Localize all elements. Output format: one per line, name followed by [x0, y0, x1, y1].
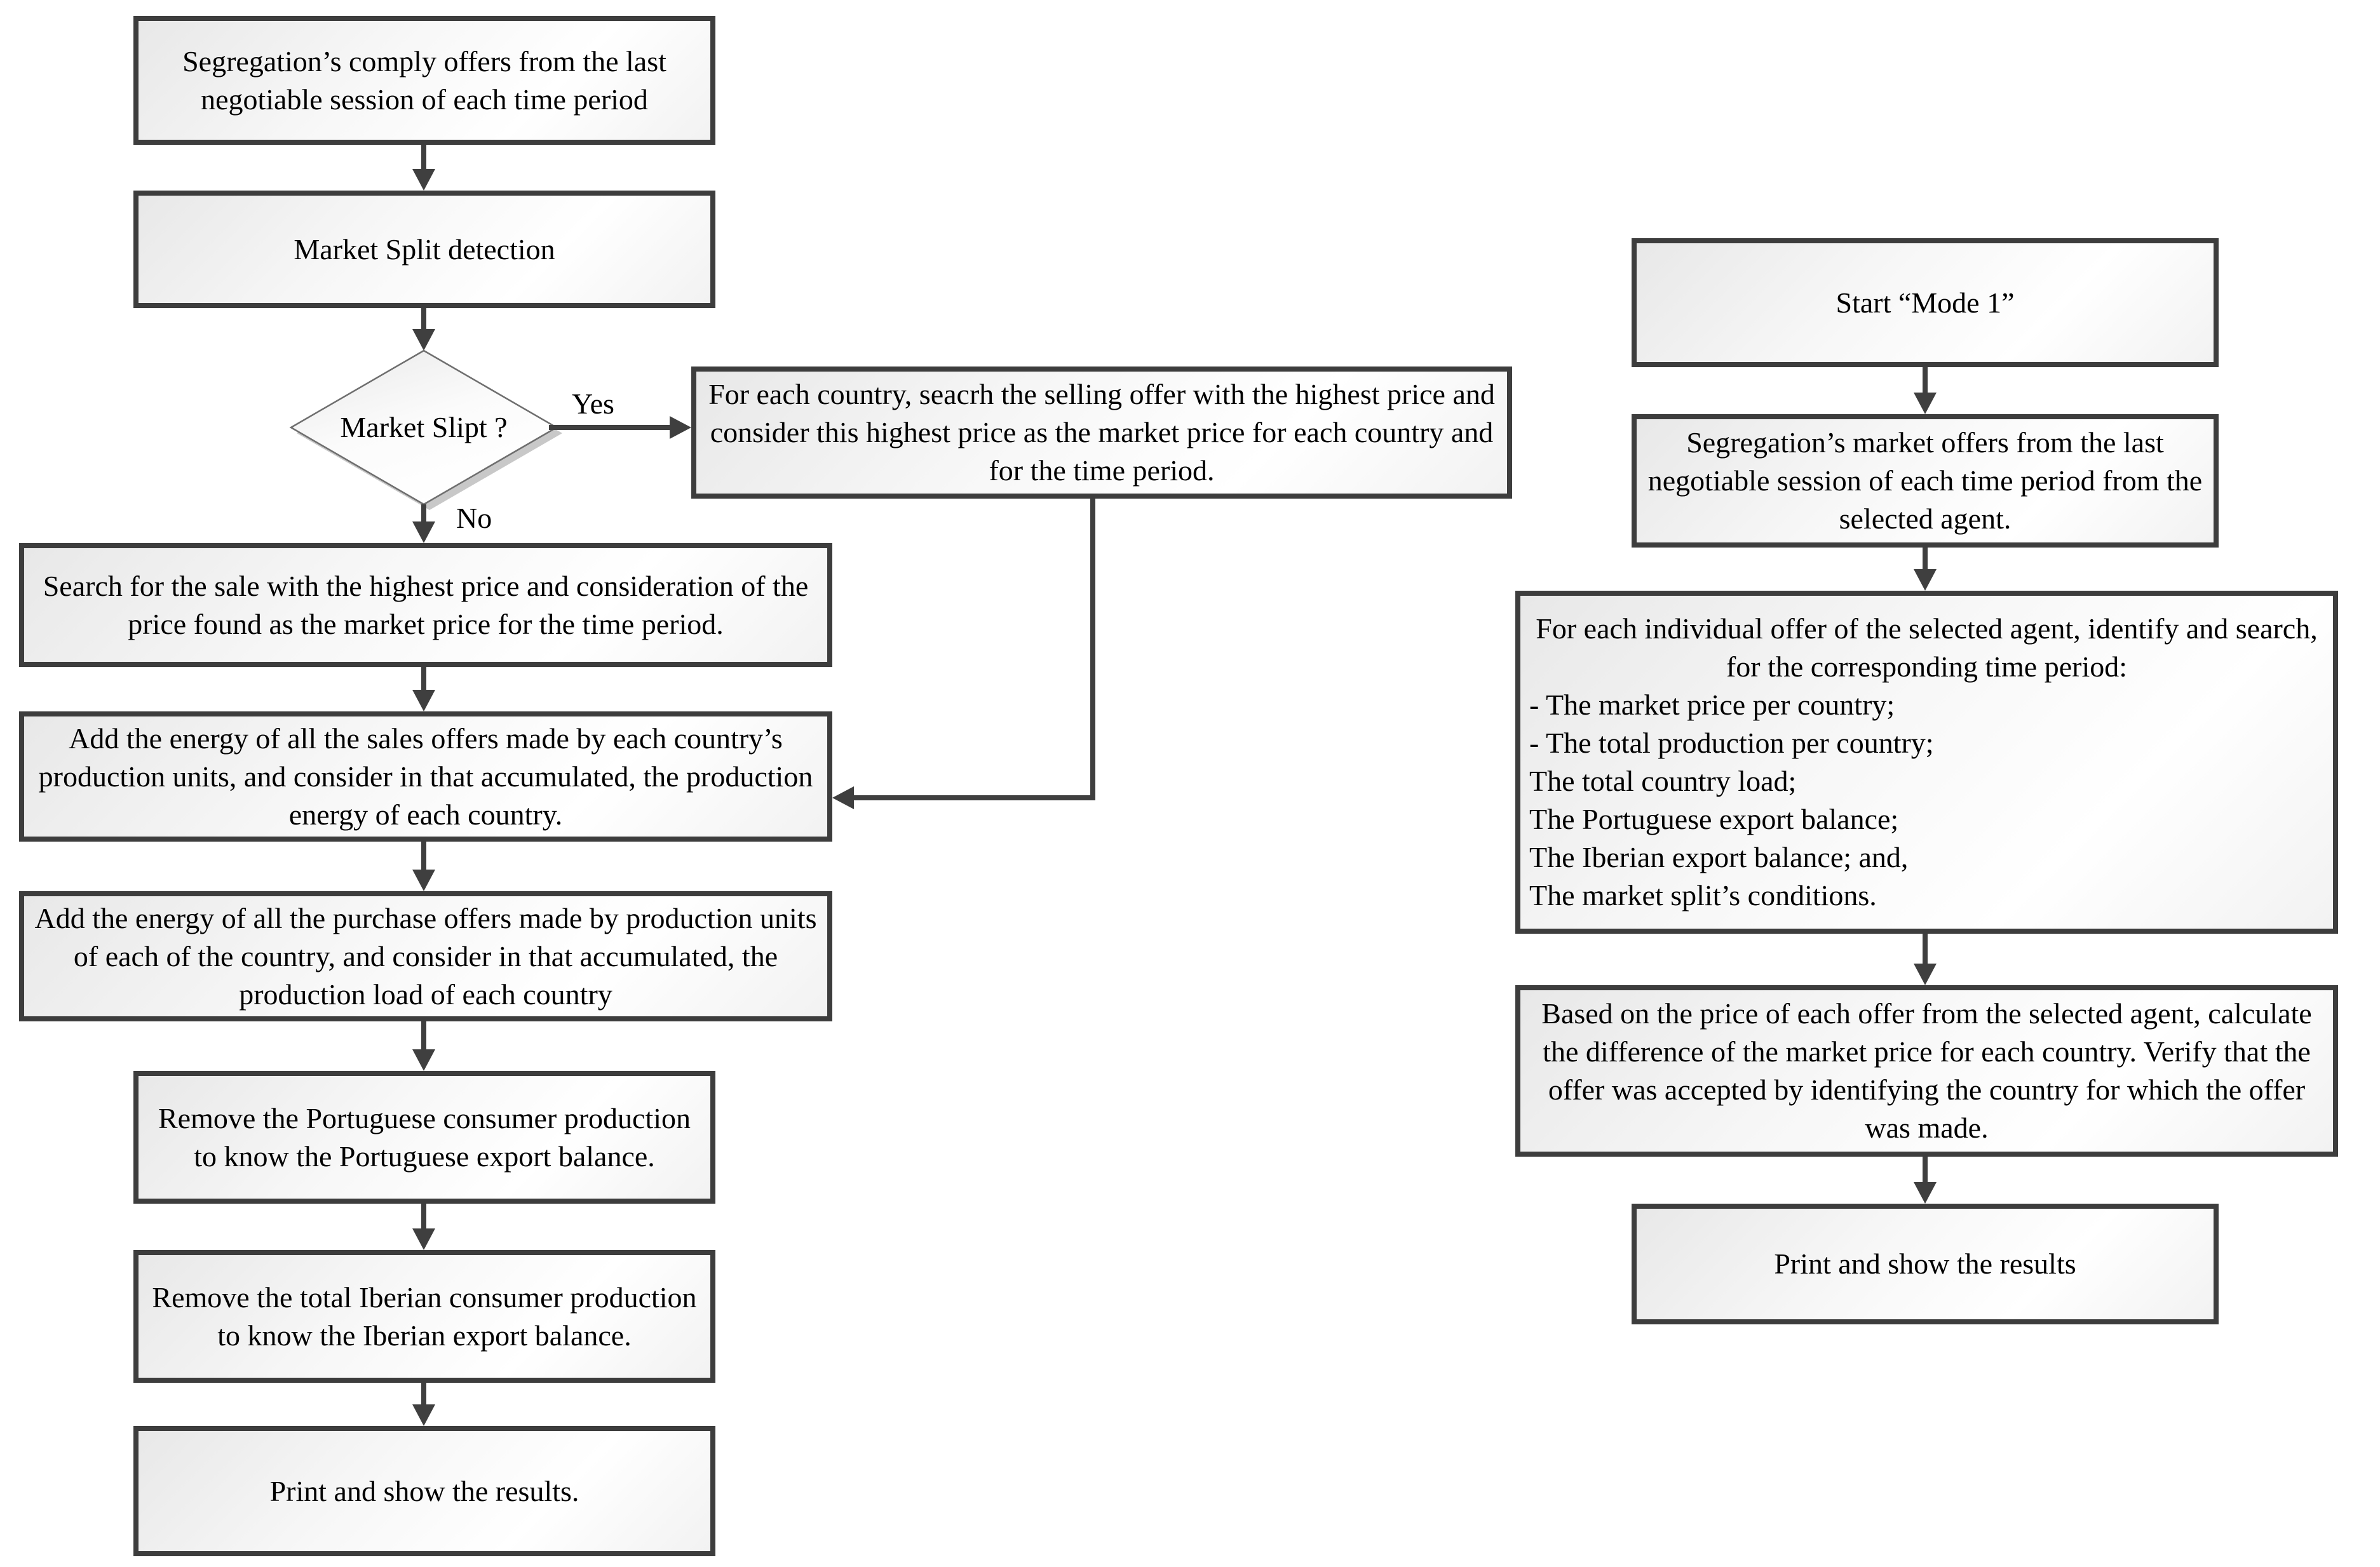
node-remove-iberian: Remove the total Iberian consumer produc… — [133, 1250, 715, 1383]
connector-stem — [851, 795, 1095, 800]
arrow-stem — [421, 1383, 426, 1407]
node-label: Print and show the results. — [269, 1474, 579, 1507]
arrow-down-icon — [412, 169, 435, 191]
arrow-stem — [549, 425, 672, 430]
node-label: For each country, seacrh the selling off… — [708, 378, 1495, 487]
arrow-stem — [421, 504, 426, 524]
arrow-down-icon — [412, 1228, 435, 1250]
arrow-down-icon — [412, 521, 435, 543]
arrow-down-icon — [412, 1049, 435, 1071]
arrow-stem — [1923, 367, 1928, 395]
node-label: Based on the price of each offer from th… — [1541, 997, 2312, 1144]
node-based-on-price: Based on the price of each offer from th… — [1515, 985, 2338, 1157]
node-label: Print and show the results — [1774, 1248, 2076, 1280]
arrow-stem — [421, 1204, 426, 1231]
node-market-split-question: Market Slipt ? — [292, 410, 555, 445]
arrow-right-icon — [670, 416, 691, 439]
arrow-left-icon — [832, 786, 854, 809]
node-add-sales-energy: Add the energy of all the sales offers m… — [19, 711, 832, 842]
arrow-down-icon — [412, 329, 435, 351]
arrow-stem — [1923, 548, 1928, 572]
arrow-down-icon — [1914, 569, 1937, 591]
decision-diamond — [289, 349, 562, 510]
node-start-mode1: Start “Mode 1” — [1632, 238, 2219, 367]
node-identify-search: For each individual offer of the selecte… — [1515, 591, 2338, 934]
list-item: - The market price per country; — [1529, 689, 1895, 721]
arrow-stem — [421, 145, 426, 171]
node-add-purchase-energy: Add the energy of all the purchase offer… — [19, 891, 832, 1021]
list-item: The Iberian export balance; and, — [1529, 841, 1909, 873]
edge-label-yes: Yes — [572, 387, 614, 420]
arrow-stem — [1923, 934, 1928, 966]
node-label: For each individual offer of the selecte… — [1536, 612, 2318, 683]
node-segregation-comply-offers: Segregation’s comply offers from the las… — [133, 16, 715, 145]
node-remove-portuguese: Remove the Portuguese consumer productio… — [133, 1071, 715, 1204]
arrow-down-icon — [1914, 393, 1937, 414]
node-highest-offer-per-country: For each country, seacrh the selling off… — [691, 367, 1512, 499]
arrow-stem — [1923, 1157, 1928, 1185]
arrow-stem — [421, 842, 426, 872]
node-label: Segregation’s comply offers from the las… — [182, 44, 666, 116]
node-print-results-left: Print and show the results. — [133, 1426, 715, 1556]
list-item: - The total production per country; — [1529, 727, 1934, 759]
list-item: The Portuguese export balance; — [1529, 803, 1899, 835]
list-item: The market split’s conditions. — [1529, 879, 1877, 911]
node-label: Market Split detection — [294, 232, 555, 266]
arrow-down-icon — [412, 870, 435, 891]
node-segregation-market-offers: Segregation’s market offers from the las… — [1632, 414, 2219, 548]
node-label: Segregation’s market offers from the las… — [1647, 426, 2203, 535]
node-market-split-detection: Market Split detection — [133, 191, 715, 308]
arrow-down-icon — [1914, 1182, 1937, 1204]
node-search-sale: Search for the sale with the highest pri… — [19, 543, 832, 667]
node-label: Remove the total Iberian consumer produc… — [152, 1281, 697, 1352]
node-print-results-right: Print and show the results — [1632, 1204, 2219, 1324]
arrow-stem — [421, 667, 426, 692]
node-label: Remove the Portuguese consumer productio… — [158, 1101, 691, 1173]
node-label: Start “Mode 1” — [1836, 286, 2015, 319]
node-label: Add the energy of all the sales offers m… — [38, 722, 813, 831]
connector-stem — [1090, 499, 1095, 800]
arrow-down-icon — [412, 690, 435, 711]
node-label: Market Slipt ? — [340, 411, 508, 443]
arrow-stem — [421, 308, 426, 332]
arrow-down-icon — [412, 1404, 435, 1426]
arrow-stem — [421, 1021, 426, 1052]
node-label: Search for the sale with the highest pri… — [43, 569, 809, 640]
list-item: The total country load; — [1529, 765, 1797, 797]
arrow-down-icon — [1914, 964, 1937, 985]
node-label: Add the energy of all the purchase offer… — [34, 901, 817, 1011]
edge-label-no: No — [456, 502, 492, 534]
